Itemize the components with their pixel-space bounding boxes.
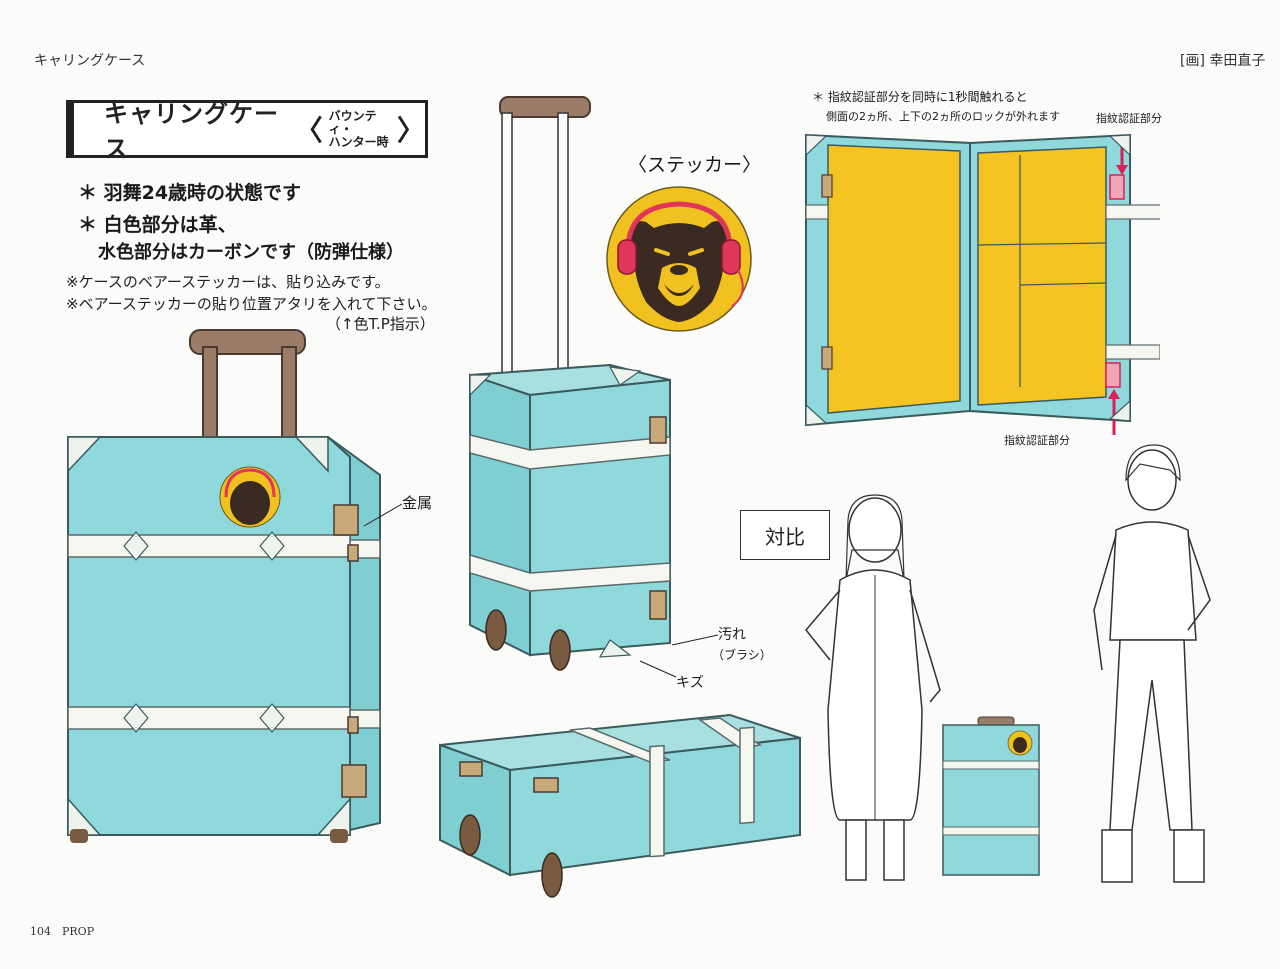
page-number: 104 (30, 925, 51, 938)
open-case-note: ＊ 指紋認証部分を同時に1秒間触れると (812, 90, 1028, 104)
footer-section: PROP (62, 925, 95, 938)
sticker-label: 〈ステッカー〉 (628, 154, 762, 176)
fingerprint-label-bottom: 指紋認証部分 (1004, 434, 1070, 447)
callout-scratch: キズ (676, 675, 704, 691)
title-bracket-close: 〉 (396, 114, 425, 147)
callout-metal-line (363, 503, 403, 527)
callout-brush: （ブラシ） (712, 648, 772, 662)
note-line3: 水色部分はカーボンです（防弾仕様） (98, 242, 404, 263)
callout-lines (639, 634, 719, 678)
suitcase-lying-view (439, 713, 801, 898)
comparison-label: 対比 (740, 510, 830, 560)
artist-credit: [画] 幸田直子 (1180, 53, 1266, 69)
note-line1: ＊ 羽舞24歳時の状態です (78, 182, 302, 204)
title-main: キャリングケース (104, 100, 279, 163)
callout-dirt: 汚れ (718, 627, 746, 643)
suitcase-front-view (67, 329, 381, 843)
title-bracket-open: 〈 (294, 114, 323, 147)
suitcase-open-view (805, 133, 1160, 435)
open-case-note2: 側面の2ヵ所、上下の2ヵ所のロックが外れます (826, 110, 1060, 123)
note-line4: ※ケースのベアーステッカーは、貼り込みです。 (66, 273, 390, 291)
suitcase-scale (942, 716, 1040, 876)
character-female (805, 494, 941, 881)
title-sub-line2: ハンター時 (328, 134, 389, 149)
fingerprint-label-top: 指紋認証部分 (1096, 112, 1162, 125)
note-line2: ＊ 白色部分は革、 (78, 214, 237, 236)
character-male (1093, 444, 1211, 883)
note-line6: （↑色T.P指示） (326, 315, 435, 333)
title-box: キャリングケース 〈 バウンティ・ ハンター時 〉 (66, 100, 428, 163)
note-line5: ※ベアーステッカーの貼り位置アタリを入れて下さい。 (66, 295, 437, 313)
bear-sticker-icon (606, 186, 752, 332)
section-title: キャリングケース (34, 53, 146, 69)
title-sub: バウンティ・ ハンター時 (328, 108, 397, 149)
callout-metal: 金属 (402, 494, 433, 512)
suitcase-angled-view (469, 96, 671, 671)
title-sub-line1: バウンティ・ (328, 108, 377, 136)
